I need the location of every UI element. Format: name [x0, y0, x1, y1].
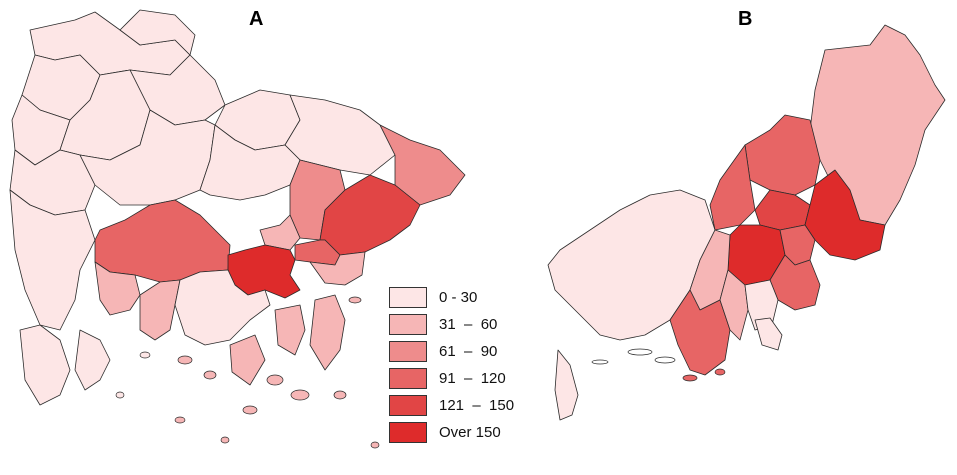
legend-label: 121 – 150 [439, 396, 515, 414]
region-east-1 [379, 124, 466, 206]
legend-label: Over 150 [439, 423, 501, 441]
map-b [547, 24, 946, 421]
region-southwest-2 [19, 324, 71, 406]
legend-swatch [389, 367, 427, 389]
legend-swatch [389, 286, 427, 308]
islets-b [591, 348, 726, 382]
legend-row: 31 – 60 [389, 312, 514, 336]
legend-label: 91 – 120 [439, 369, 506, 387]
region-southeast-islet [754, 317, 783, 351]
legend-swatch [389, 340, 427, 362]
legend-swatch [389, 421, 427, 443]
islets-a [115, 296, 380, 449]
map-a [9, 9, 466, 449]
region-south-3 [769, 254, 821, 311]
region-south-4 [744, 279, 779, 331]
legend-row: 121 – 150 [389, 393, 514, 417]
region-north-east [119, 9, 196, 56]
legend-row: Over 150 [389, 420, 514, 444]
legend-row: 0 - 30 [389, 285, 514, 309]
region-west-4 [9, 189, 96, 331]
panel-label-a: A [249, 8, 264, 30]
legend-label: 61 – 90 [439, 342, 498, 360]
region-southwest-2 [554, 349, 579, 421]
region-northeast-1 [199, 124, 301, 201]
region-south-3 [174, 269, 271, 346]
legend-swatch [389, 394, 427, 416]
panel-label-b: B [738, 8, 753, 30]
legend: 0 - 30 31 – 60 61 – 90 91 – 120 121 – 15… [389, 285, 514, 447]
region-south-islands-1 [309, 294, 346, 371]
region-south-2 [139, 279, 181, 341]
region-center-1 [754, 189, 811, 231]
region-north-2 [709, 144, 756, 231]
region-south-islands-2 [274, 304, 306, 356]
region-east-3 [319, 174, 421, 256]
region-north-1 [744, 114, 821, 196]
region-south-islands-3 [229, 334, 266, 386]
region-southwest-1 [74, 329, 111, 391]
legend-row: 91 – 120 [389, 366, 514, 390]
legend-swatch [389, 313, 427, 335]
legend-row: 61 – 90 [389, 339, 514, 363]
region-southeast-1 [309, 251, 366, 286]
region-south-1 [94, 261, 141, 316]
legend-label: 31 – 60 [439, 315, 498, 333]
region-south-1 [669, 289, 731, 376]
legend-label: 0 - 30 [439, 288, 478, 306]
region-center-large [94, 199, 231, 283]
